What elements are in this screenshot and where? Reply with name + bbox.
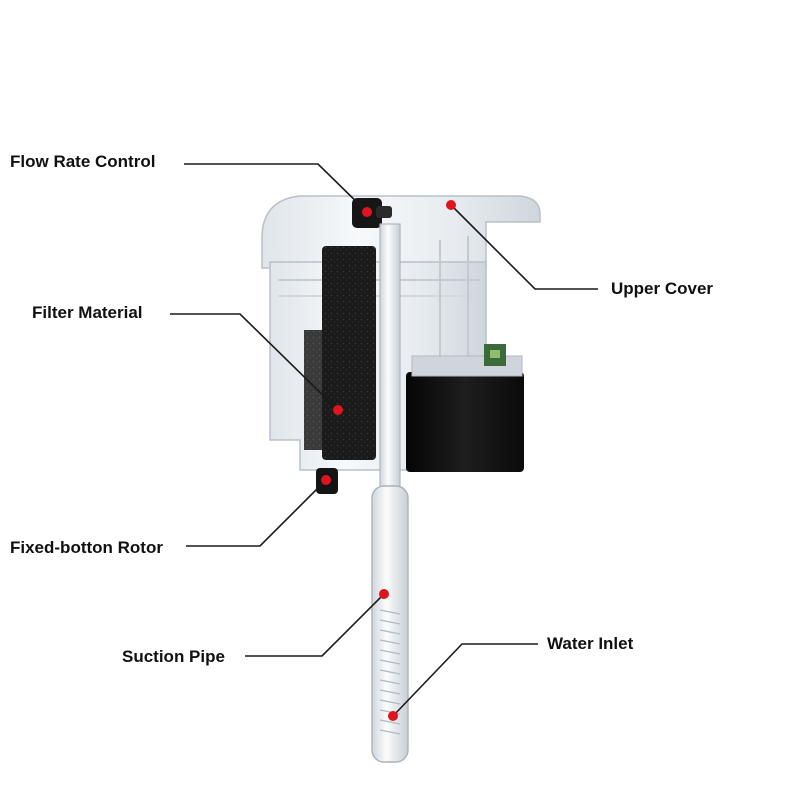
leader-upper-cover bbox=[450, 204, 598, 290]
leader-water-inlet bbox=[392, 643, 538, 717]
marker-upper-cover bbox=[446, 200, 456, 210]
leader-flow-rate-control bbox=[184, 163, 368, 213]
marker-suction-pipe bbox=[379, 589, 389, 599]
marker-flow-rate-control bbox=[362, 207, 372, 217]
pump-motor bbox=[406, 372, 524, 472]
intake-slots bbox=[379, 609, 401, 735]
label-suction-pipe: Suction Pipe bbox=[122, 647, 225, 666]
marker-filter-material bbox=[333, 405, 343, 415]
label-upper-cover: Upper Cover bbox=[611, 279, 714, 298]
markers bbox=[321, 200, 456, 721]
label-fixed-bottom-rotor: Fixed-botton Rotor bbox=[10, 538, 163, 557]
marker-fixed-rotor bbox=[321, 475, 331, 485]
label-water-inlet: Water Inlet bbox=[547, 634, 634, 653]
label-flow-rate-control: Flow Rate Control bbox=[10, 152, 156, 171]
center-pipe bbox=[379, 223, 401, 495]
upper-cover-housing bbox=[261, 195, 541, 269]
marker-water-inlet bbox=[388, 711, 398, 721]
leader-filter-material bbox=[170, 313, 339, 411]
leader-suction-pipe bbox=[245, 593, 385, 657]
label-filter-material: Filter Material bbox=[32, 303, 143, 322]
filter-sponge bbox=[322, 246, 376, 460]
suction-pipe bbox=[371, 485, 409, 763]
leader-lines bbox=[170, 163, 598, 717]
aquarium-filter-illustration bbox=[261, 195, 541, 763]
leader-fixed-rotor bbox=[186, 479, 327, 547]
